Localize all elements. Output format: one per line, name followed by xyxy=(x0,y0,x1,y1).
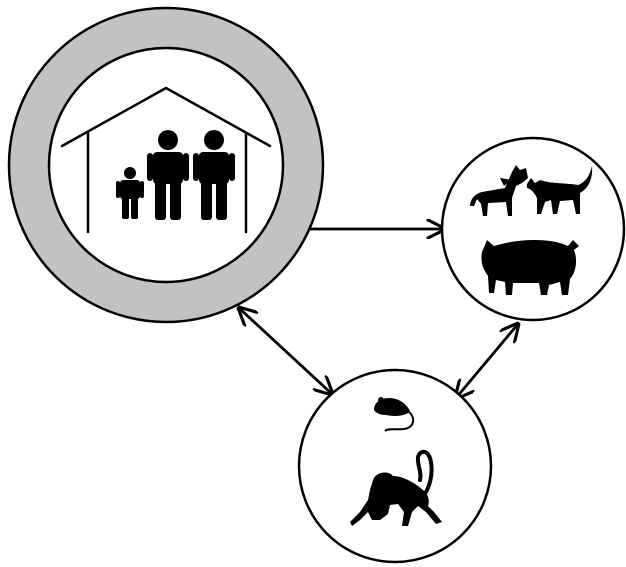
domestic-circle xyxy=(440,136,626,322)
monkey-icon xyxy=(350,449,442,526)
house-icon xyxy=(60,86,272,234)
node-humans-household xyxy=(7,6,325,324)
child-icon xyxy=(116,167,144,219)
node-domestic-animals xyxy=(440,136,626,322)
node-wild-animals xyxy=(297,368,493,564)
adult-icon xyxy=(147,130,189,220)
adult-icon xyxy=(193,130,235,220)
pig-icon xyxy=(481,240,579,295)
rodent-icon xyxy=(374,397,415,432)
arrow-domestic-wild xyxy=(456,324,518,398)
cat-icon xyxy=(527,166,593,214)
arrow-humans-wild xyxy=(239,308,332,394)
wild-circle xyxy=(297,368,493,564)
dog-icon xyxy=(470,165,528,216)
